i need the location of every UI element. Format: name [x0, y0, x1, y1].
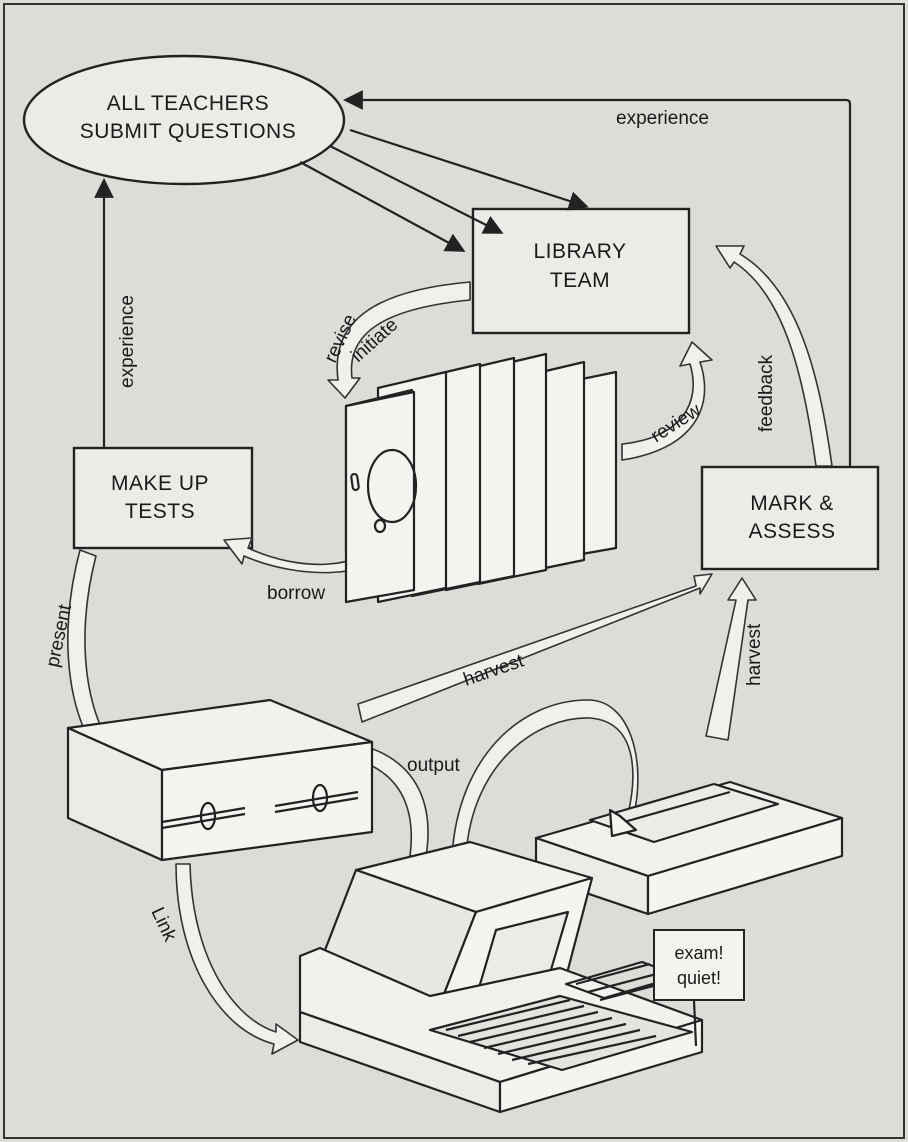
library-team-line2: TEAM: [550, 269, 610, 292]
sign-line1: exam!: [674, 943, 723, 963]
disk-drive-icon: [68, 700, 372, 860]
output-label: output: [407, 755, 461, 776]
teachers-node-line2: SUBMIT QUESTIONS: [80, 120, 296, 143]
experience-top-label: experience: [616, 108, 709, 129]
experience-left-label: experience: [117, 295, 138, 388]
library-team-line1: LIBRARY: [534, 240, 627, 263]
library-team-node: LIBRARY TEAM: [473, 209, 689, 333]
mark-assess-line1: MARK &: [750, 492, 834, 515]
submit-arrow-3: [350, 130, 585, 206]
floppy-disk-stack-icon: [346, 354, 616, 602]
feedback-label: feedback: [756, 354, 777, 432]
review-ribbon: [622, 342, 712, 460]
mark-assess-node: MARK & ASSESS: [702, 467, 878, 569]
make-up-tests-line2: TESTS: [125, 500, 195, 523]
sign-line2: quiet!: [677, 968, 721, 988]
harvest-printer-label: harvest: [744, 623, 765, 686]
mark-assess-line2: ASSESS: [748, 520, 835, 543]
submit-arrow-2: [330, 146, 500, 232]
link-label: Link: [146, 904, 180, 945]
submit-arrow-1: [300, 162, 462, 250]
link-ribbon: [176, 864, 298, 1054]
make-up-tests-node: MAKE UP TESTS: [74, 448, 252, 548]
borrow-label: borrow: [267, 583, 325, 604]
teachers-node: ALL TEACHERS SUBMIT QUESTIONS: [24, 56, 344, 184]
make-up-tests-line1: MAKE UP: [111, 472, 209, 495]
teachers-node-line1: ALL TEACHERS: [107, 92, 269, 115]
